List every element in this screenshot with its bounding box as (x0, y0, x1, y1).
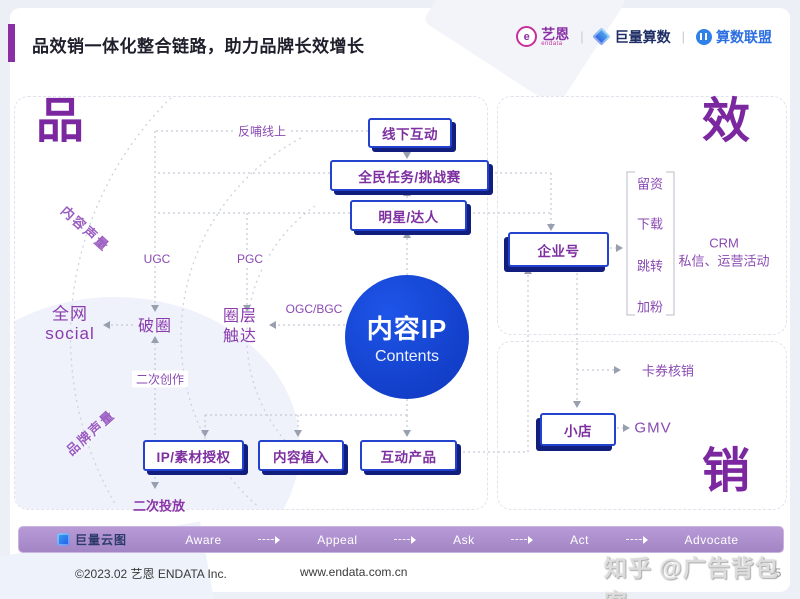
title-accent-bar (8, 24, 15, 62)
website-text: www.endata.com.cn (300, 565, 408, 579)
node-ip-license: IP/素材授权 (143, 440, 244, 471)
label-coupon: 卡券核销 (641, 363, 695, 379)
yuntu-brand-text: 巨量云图 (75, 533, 128, 547)
logo-separator: | (681, 29, 685, 44)
metric-add-fans: 加粉 (636, 299, 664, 315)
label-pgc: PGC (232, 252, 268, 266)
label-ugc: UGC (139, 252, 175, 266)
node-offline-interaction: 线下互动 (368, 118, 452, 148)
label-allnet: 全网 (52, 304, 88, 324)
effect-section-char: 效 (702, 95, 751, 148)
label-second-launch: 二次投放 (132, 498, 186, 514)
sales-section-char: 销 (702, 445, 751, 498)
label-crm: CRM 私信、运营活动 (678, 234, 770, 269)
metric-download: 下载 (636, 216, 664, 232)
content-ip-subtitle: Contents (374, 347, 440, 365)
endata-logo-text: 艺恩 (541, 25, 570, 42)
arrow-right-icon (394, 535, 417, 544)
suanshu-lianmeng-logo-text: 算数联盟 (716, 28, 772, 45)
funnel-bar: 巨量云图 Aware Appeal Ask Act Advocate (18, 526, 784, 553)
juliang-suanshu-logo: 巨量算数 (591, 27, 671, 47)
content-ip-title: 内容IP (366, 313, 448, 344)
node-star-talent: 明星/达人 (350, 200, 467, 231)
node-shop: 小店 (540, 413, 616, 446)
diamond-icon (591, 27, 611, 46)
chart-bars-icon (696, 28, 712, 45)
label-break-circle: 破圈 (137, 318, 173, 335)
page-number: 15 (768, 566, 782, 580)
yuntu-logo-icon (57, 533, 70, 546)
copyright-text: ©2023.02 艺恩 ENDATA Inc. (75, 567, 227, 581)
endata-logo-subtext: endata (541, 40, 563, 47)
stage-ask: Ask (453, 532, 475, 547)
label-second-creation: 二次创作 (131, 370, 189, 388)
arrow-right-icon (511, 535, 534, 544)
node-task-challenge: 全民任务/挑战赛 (330, 160, 489, 191)
logo-strip: e 艺恩 endata | 巨量算数 | 算数联盟 (516, 26, 772, 47)
stage-appeal: Appeal (317, 532, 358, 547)
watermark-text: 知乎 @广告背包客 (604, 555, 779, 599)
juliang-suanshu-logo-text: 巨量算数 (614, 28, 671, 45)
label-crm-line1: CRM (709, 235, 739, 251)
yuntu-brand: 巨量云图 (57, 531, 167, 548)
endata-logo-icon: e (516, 26, 538, 47)
stage-aware: Aware (185, 532, 222, 547)
label-gmv: GMV (634, 419, 672, 437)
metric-jump: 跳转 (636, 258, 664, 274)
page-title: 品效销一体化整合链路，助力品牌长效增长 (32, 37, 365, 56)
label-circle-reach: 圈层触达 (222, 308, 257, 345)
effect-panel (497, 96, 787, 335)
content-ip-circle: 内容IP Contents (345, 275, 469, 399)
label-crm-line2: 私信、运营活动 (678, 253, 770, 268)
node-content-implant: 内容植入 (258, 440, 344, 471)
arrow-right-icon (625, 535, 648, 544)
metric-retain: 留资 (636, 176, 664, 192)
brand-section-char: 品 (36, 95, 85, 148)
stage-advocate: Advocate (684, 532, 739, 547)
label-ogc-bgc: OGC/BGC (281, 302, 347, 316)
label-social: social (45, 324, 95, 343)
arrow-right-icon (258, 535, 281, 544)
suanshu-lianmeng-logo: 算数联盟 (696, 27, 772, 47)
node-enterprise-account: 企业号 (508, 232, 609, 267)
node-interactive-product: 互动产品 (360, 440, 457, 471)
endata-logo: e 艺恩 endata (516, 26, 569, 47)
funnel-stages: Aware Appeal Ask Act Advocate (167, 533, 783, 547)
logo-separator: | (580, 29, 584, 44)
stage-act: Act (570, 532, 589, 547)
label-feedback-online: 反哺线上 (233, 122, 291, 140)
